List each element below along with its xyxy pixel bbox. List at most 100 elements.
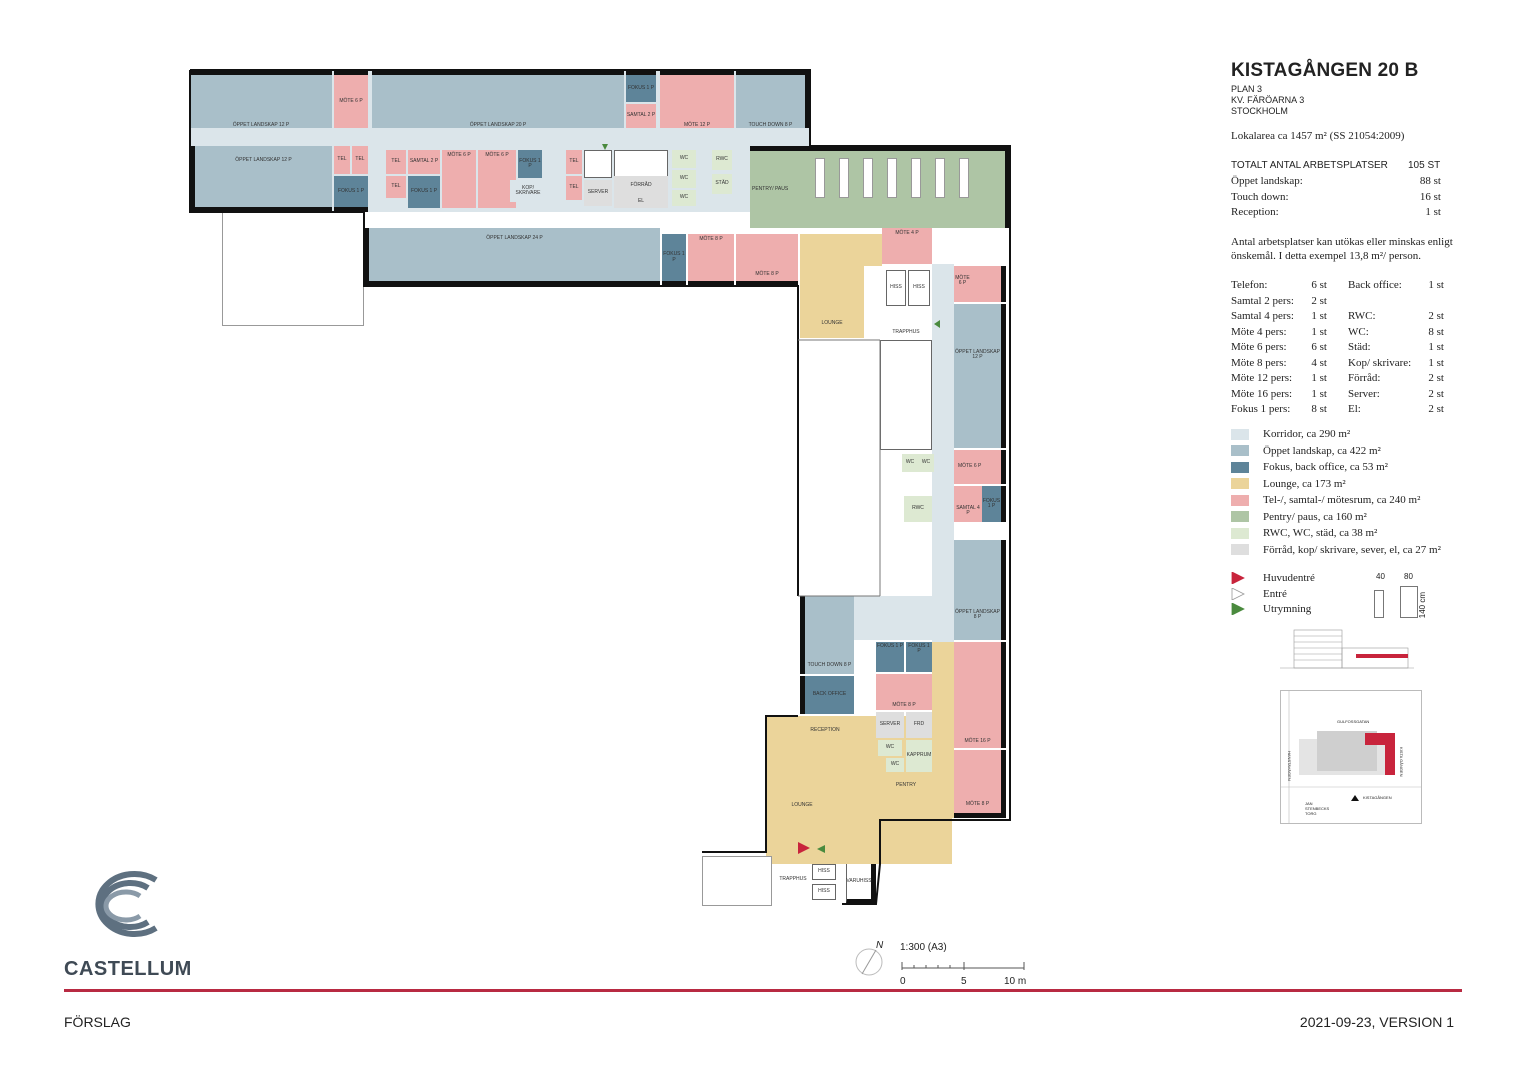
room-right-value: 2 st — [1428, 372, 1444, 384]
site-map-drawing — [1281, 691, 1421, 823]
stairwell-b-label: TRAPPHUS — [892, 329, 920, 336]
meeting-6-e: MÖTE 6 P — [954, 450, 1006, 484]
pentry-table — [911, 158, 921, 198]
stairwell-c-label: TRAPPHUS — [779, 876, 807, 883]
legend-label: Öppet landskap, ca 422 m² — [1263, 444, 1381, 457]
entrance-triangle-icon — [1231, 587, 1245, 600]
section-diagram — [1280, 629, 1414, 669]
room-right-value: 1 st — [1428, 279, 1444, 291]
legend-item: Öppet landskap, ca 422 m² — [1231, 445, 1381, 457]
tel-f: TEL — [566, 176, 582, 200]
tel-a: TEL — [334, 146, 350, 174]
meeting-6-d: MÖTE 6 P — [954, 266, 1006, 302]
room-left-value: 6 st — [1311, 341, 1327, 353]
legend-item: Fokus, back office, ca 53 m² — [1231, 461, 1388, 473]
street-label: HANSTAVÄGEN — [1287, 751, 1292, 781]
street-label: GULFOSSGATAN — [1337, 719, 1370, 724]
focus-1-c: FOKUS 1 P — [408, 176, 440, 208]
footer-left: FÖRSLAG — [64, 1014, 131, 1030]
street-label: KISTA GÅNGEN — [1399, 747, 1404, 777]
room-left-row: Telefon:6 st — [1231, 279, 1327, 291]
workplace-value: 16 st — [1419, 190, 1441, 203]
room-right-label: Server: — [1348, 387, 1380, 400]
tel-b: TEL — [352, 146, 368, 174]
meeting-6-c: MÖTE 6 P — [478, 150, 516, 208]
open-plan-12-a: ÖPPET LANDSKAP 12 P — [190, 70, 332, 128]
desk-dimensions: 40 80 140 cm — [1370, 572, 1440, 622]
entrance-item: Entré — [1231, 587, 1287, 600]
pentry-table — [815, 158, 825, 198]
workplace-value: 88 st — [1419, 175, 1441, 187]
lift-a: HISS — [886, 270, 906, 306]
wc-a: WC — [672, 150, 696, 168]
meeting-8-b: MÖTE 8 P — [736, 234, 798, 286]
tel-d: TEL — [386, 176, 406, 198]
meeting-6-a: MÖTE 6 P — [334, 70, 368, 128]
server-a: SERVER — [584, 180, 612, 206]
meeting-4: MÖTE 4 P — [882, 228, 932, 264]
server-b: SERVER — [876, 712, 904, 738]
meeting-12: MÖTE 12 P — [660, 70, 734, 128]
copy-print: KOP/ SKRIVARE — [510, 180, 546, 202]
entrance-label: Utrymning — [1263, 603, 1312, 615]
touch-down-8-b: TOUCH DOWN 8 P — [800, 596, 854, 674]
info-city: STOCKHOLM — [1231, 106, 1288, 116]
legend-swatch — [1231, 494, 1249, 506]
lounge-a: LOUNGE — [800, 234, 864, 338]
info-area: Lokalarea ca 1457 m² (SS 21054:2009) — [1231, 130, 1405, 142]
open-plan-20: ÖPPET LANDSKAP 20 P — [372, 70, 624, 128]
legend-swatch — [1231, 428, 1249, 440]
entrance-label: Entré — [1263, 587, 1287, 600]
castellum-logo — [95, 871, 158, 937]
legend-item: Tel-/, samtal-/ mötesrum, ca 240 m² — [1231, 494, 1420, 506]
room-right-value: 8 st — [1428, 325, 1444, 338]
wc-c: WC — [672, 190, 696, 206]
footer-right: 2021-09-23, VERSION 1 — [1299, 1014, 1454, 1030]
room-right-value: 1 st — [1428, 341, 1444, 353]
entrance-label: Huvudentré — [1263, 572, 1315, 584]
cleaning: STÄD — [712, 174, 732, 194]
legend-swatch — [1231, 511, 1249, 522]
room-left-row: Möte 6 pers:6 st — [1231, 341, 1327, 353]
electric-a: EL — [614, 196, 668, 208]
focus-1-g: FOKUS 1 P — [876, 642, 904, 672]
call-2-a: SAMTAL 2 P — [626, 104, 656, 128]
workplace-label: Öppet landskap: — [1231, 175, 1303, 187]
legend-swatch — [1231, 445, 1249, 456]
call-2-b: SAMTAL 2 P — [408, 150, 440, 174]
legend-label: RWC, WC, städ, ca 38 m² — [1263, 527, 1378, 539]
rwc-b: RWC — [904, 496, 932, 522]
room-right-row: Kop/ skrivare:1 st — [1348, 357, 1444, 369]
wc-d: WC — [902, 454, 918, 472]
room-right-value: 2 st — [1428, 387, 1444, 400]
entrance-item: Utrymning — [1231, 603, 1311, 615]
room-left-value: 1 st — [1311, 310, 1327, 322]
room-left-row: Möte 16 pers:1 st — [1231, 388, 1327, 400]
room-left-label: Telefon: — [1231, 279, 1268, 291]
legend-label: Tel-/, samtal-/ mötesrum, ca 240 m² — [1263, 494, 1421, 506]
legend-item: RWC, WC, städ, ca 38 m² — [1231, 527, 1377, 539]
room-left-row: Möte 8 pers:4 st — [1231, 357, 1327, 369]
pentry-table — [959, 158, 969, 198]
street-label: KISTAGÅNGEN — [1363, 795, 1392, 800]
room-right-row: Back office: 1 st — [1348, 279, 1444, 291]
room-right-label: Städ: — [1348, 341, 1371, 353]
scale-text: 1:300 (A3) — [900, 942, 947, 953]
emergency-exit-marker — [602, 144, 608, 150]
open-plan-8: ÖPPET LANDSKAP 8 P — [954, 540, 1006, 640]
desk-small — [1374, 590, 1384, 618]
call-4: SAMTAL 4 P — [954, 486, 982, 522]
info-block: KV. FÄRÖARNA 3 — [1231, 95, 1305, 105]
wall-outline — [189, 69, 1011, 905]
room-left-row: Fokus 1 pers:8 st — [1231, 403, 1327, 415]
focus-1-a: FOKUS 1 P — [626, 70, 656, 102]
room-right-row: El:2 st — [1348, 403, 1444, 415]
room-right-label: Back office: — [1348, 279, 1402, 291]
info-plan: PLAN 3 — [1231, 84, 1263, 94]
workplaces-note-2: önskemål. I detta exempel 13,8 m²/ perso… — [1231, 250, 1421, 262]
rwc-a: RWC — [712, 150, 732, 170]
legend-item: Pentry/ paus, ca 160 m² — [1231, 511, 1367, 523]
workplace-value: 1 st — [1425, 206, 1441, 218]
meeting-8-c: MÖTE 8 P — [876, 674, 932, 710]
